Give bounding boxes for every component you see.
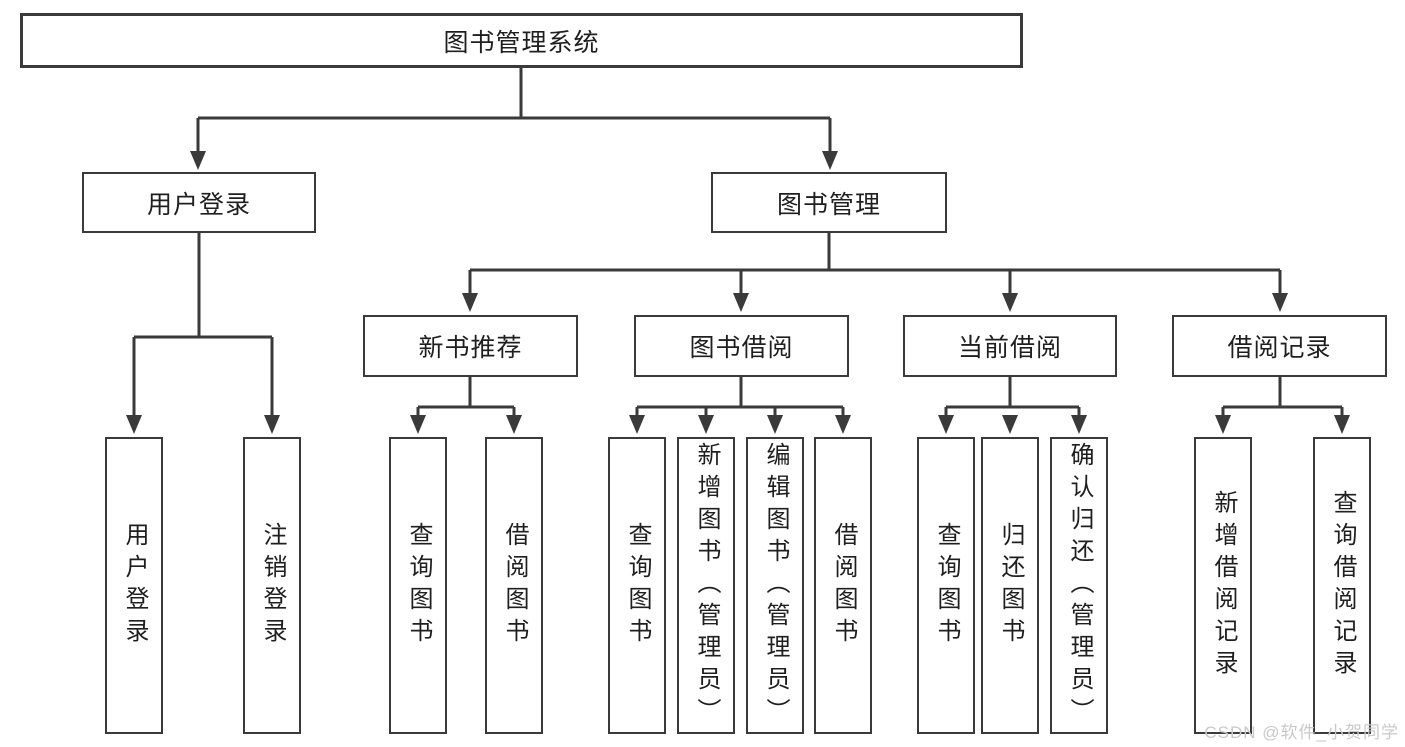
leaf-label: 编辑图书（管理员） bbox=[762, 441, 789, 730]
leaf-add-borrow-record: 新增借阅记录 bbox=[1194, 437, 1252, 734]
node-label: 图书借阅 bbox=[689, 334, 794, 362]
leaf-user-login: 用户登录 bbox=[105, 437, 163, 734]
node-book-borrowing: 图书借阅 bbox=[634, 315, 849, 377]
node-borrowing-records: 借阅记录 bbox=[1172, 315, 1387, 377]
leaf-label: 新增借阅记录 bbox=[1210, 489, 1237, 682]
node-new-book-recommend: 新书推荐 bbox=[363, 315, 578, 377]
leaf-return-book: 归还图书 bbox=[981, 437, 1039, 734]
node-label: 新书推荐 bbox=[418, 334, 523, 362]
leaf-label: 借阅图书 bbox=[501, 521, 528, 650]
leaf-query-books-recommend: 查询图书 bbox=[389, 437, 447, 734]
node-current-borrowing: 当前借阅 bbox=[903, 315, 1117, 377]
node-label: 当前借阅 bbox=[957, 334, 1062, 362]
leaf-confirm-return-admin: 确认归还（管理员） bbox=[1050, 437, 1108, 734]
node-label: 图书管理系统 bbox=[443, 28, 600, 57]
leaf-add-book-admin: 新增图书（管理员） bbox=[677, 437, 735, 734]
node-user-login: 用户登录 bbox=[82, 172, 316, 233]
leaf-borrow-books-borrowing: 借阅图书 bbox=[814, 437, 872, 734]
node-book-management: 图书管理 bbox=[711, 172, 947, 233]
leaf-query-borrow-record: 查询借阅记录 bbox=[1313, 437, 1371, 734]
leaf-label: 用户登录 bbox=[121, 521, 148, 650]
leaf-query-books-current: 查询图书 bbox=[917, 437, 975, 734]
leaf-label: 查询图书 bbox=[624, 521, 651, 650]
csdn-watermark: CSDN @软件_小贺同学 bbox=[1204, 723, 1399, 742]
leaf-borrow-books-recommend: 借阅图书 bbox=[485, 437, 543, 734]
leaf-label: 查询图书 bbox=[405, 521, 432, 650]
leaf-logout: 注销登录 bbox=[243, 437, 301, 734]
leaf-label: 查询图书 bbox=[933, 521, 960, 650]
leaf-label: 归还图书 bbox=[997, 521, 1024, 650]
leaf-label: 注销登录 bbox=[259, 521, 286, 650]
connector-stems bbox=[132, 68, 1344, 417]
node-library-management-system: 图书管理系统 bbox=[20, 13, 1023, 68]
leaf-edit-book-admin: 编辑图书（管理员） bbox=[746, 437, 804, 734]
leaf-label: 确认归还（管理员） bbox=[1066, 441, 1093, 730]
node-label: 借阅记录 bbox=[1227, 334, 1332, 362]
arrowhead-icons bbox=[126, 151, 1350, 434]
leaf-label: 借阅图书 bbox=[830, 521, 857, 650]
node-label: 用户登录 bbox=[146, 190, 251, 219]
leaf-label: 新增图书（管理员） bbox=[693, 441, 720, 730]
node-label: 图书管理 bbox=[776, 190, 881, 219]
leaf-label: 查询借阅记录 bbox=[1329, 489, 1356, 682]
leaf-query-books-borrowing: 查询图书 bbox=[608, 437, 666, 734]
